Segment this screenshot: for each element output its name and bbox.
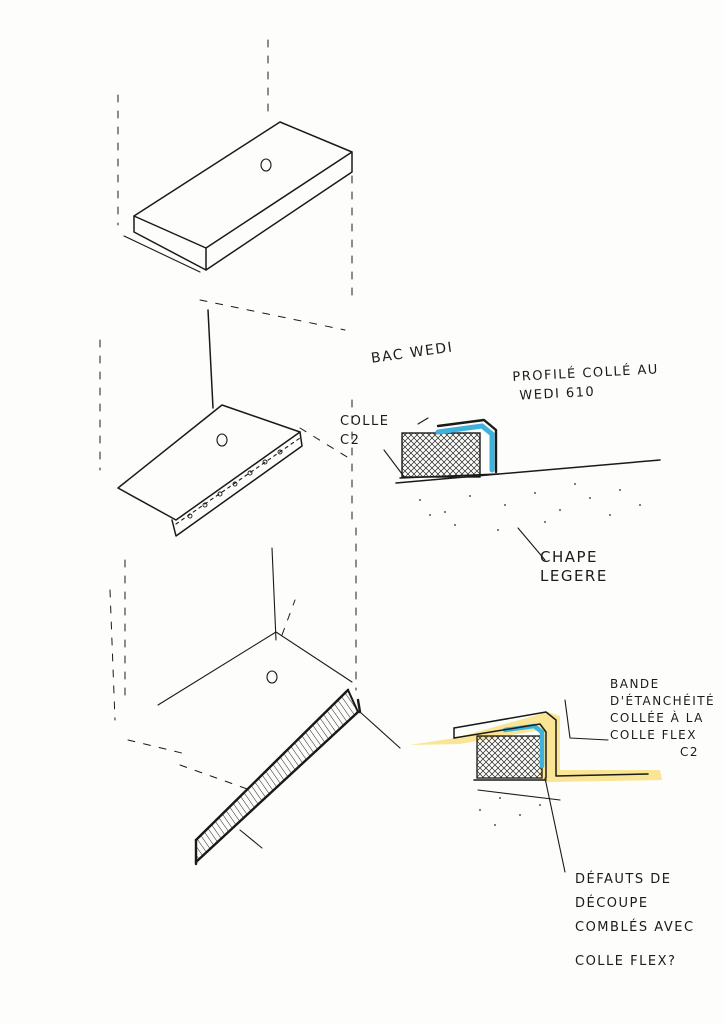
label-profile-colle: PROFILÉ COLLÉ AU WEDI 610 [512, 362, 660, 404]
step2-section-detail [383, 417, 661, 561]
step1-shower-tray [117, 39, 353, 331]
label-colle-c2: COLLE C2 [340, 414, 390, 448]
step3-tray-in-corner [109, 527, 401, 866]
step3-section-detail [410, 699, 662, 873]
label-chape-legere: CHAPE LEGERE [540, 548, 608, 585]
label-bande-etancheite: BANDE D'ÉTANCHÉITÉ COLLÉE À LA COLLE FLE… [610, 677, 716, 759]
label-defauts-decoupe: DÉFAUTS DE DÉCOUPE COMBLÉS AVEC COLLE FL… [575, 872, 695, 969]
step2-tray-with-profile [99, 309, 353, 537]
